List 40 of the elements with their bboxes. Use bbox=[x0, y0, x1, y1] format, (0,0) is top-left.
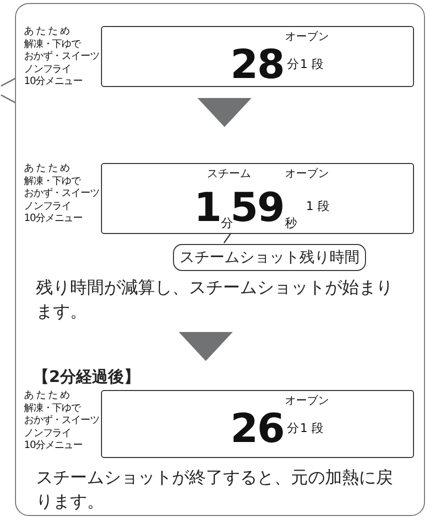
mode-label: オーブン bbox=[285, 168, 329, 180]
menu-label: あ た た め bbox=[24, 163, 70, 176]
menu-label: ノンフライ bbox=[24, 64, 72, 76]
stage-label: 1 段 bbox=[300, 422, 324, 434]
stage-label: 1 段 bbox=[306, 200, 330, 212]
menu-label: おかず・スイーツ bbox=[24, 415, 100, 428]
down-arrow bbox=[198, 98, 252, 127]
callout-bubble bbox=[173, 244, 366, 271]
menu-label: ノンフライ bbox=[24, 200, 72, 213]
description-text: スチームショットが終了すると、元の加熱に戻ります。 bbox=[36, 467, 394, 514]
section-heading: 【2分経過後】 bbox=[33, 366, 140, 388]
menu-label: あ た た め bbox=[24, 390, 70, 402]
menu-label: おかず・スイーツ bbox=[24, 188, 100, 201]
stage-label: 1 段 bbox=[300, 58, 324, 70]
lcd-display bbox=[101, 26, 414, 87]
menu-label: 10分メニュー bbox=[24, 76, 84, 89]
unit-label: 分 bbox=[221, 217, 233, 229]
down-arrow bbox=[178, 332, 233, 361]
unit-label: 分 bbox=[287, 58, 299, 70]
menu-label: あ た た め bbox=[24, 26, 70, 38]
menu-label: おかず・スイーツ bbox=[24, 51, 100, 64]
menu-label: 解凍・下ゆで bbox=[24, 38, 82, 50]
unit-label: 秒 bbox=[285, 217, 297, 229]
mode-label: スチーム bbox=[207, 168, 251, 180]
callout-panel bbox=[15, 3, 425, 516]
time-digits: 28 bbox=[229, 45, 284, 85]
menu-label: 10分メニュー bbox=[24, 440, 84, 453]
mode-label: オーブン bbox=[285, 395, 329, 407]
menu-label: 10分メニュー bbox=[24, 213, 84, 226]
menu-label: ノンフライ bbox=[24, 428, 72, 440]
time-digits: 1 bbox=[194, 188, 220, 228]
leader-line bbox=[224, 232, 232, 244]
time-digits: 26 bbox=[229, 409, 284, 449]
callout-text: スチームショット残り時間 bbox=[178, 247, 360, 268]
lcd-display bbox=[101, 163, 414, 234]
mode-label: オーブン bbox=[285, 31, 329, 43]
menu-label: 解凍・下ゆで bbox=[24, 176, 82, 188]
unit-label: 分 bbox=[287, 422, 299, 434]
menu-label: 解凍・下ゆで bbox=[24, 402, 82, 414]
description-text: 残り時間が減算し、スチームショットが始まります。 bbox=[36, 276, 404, 324]
